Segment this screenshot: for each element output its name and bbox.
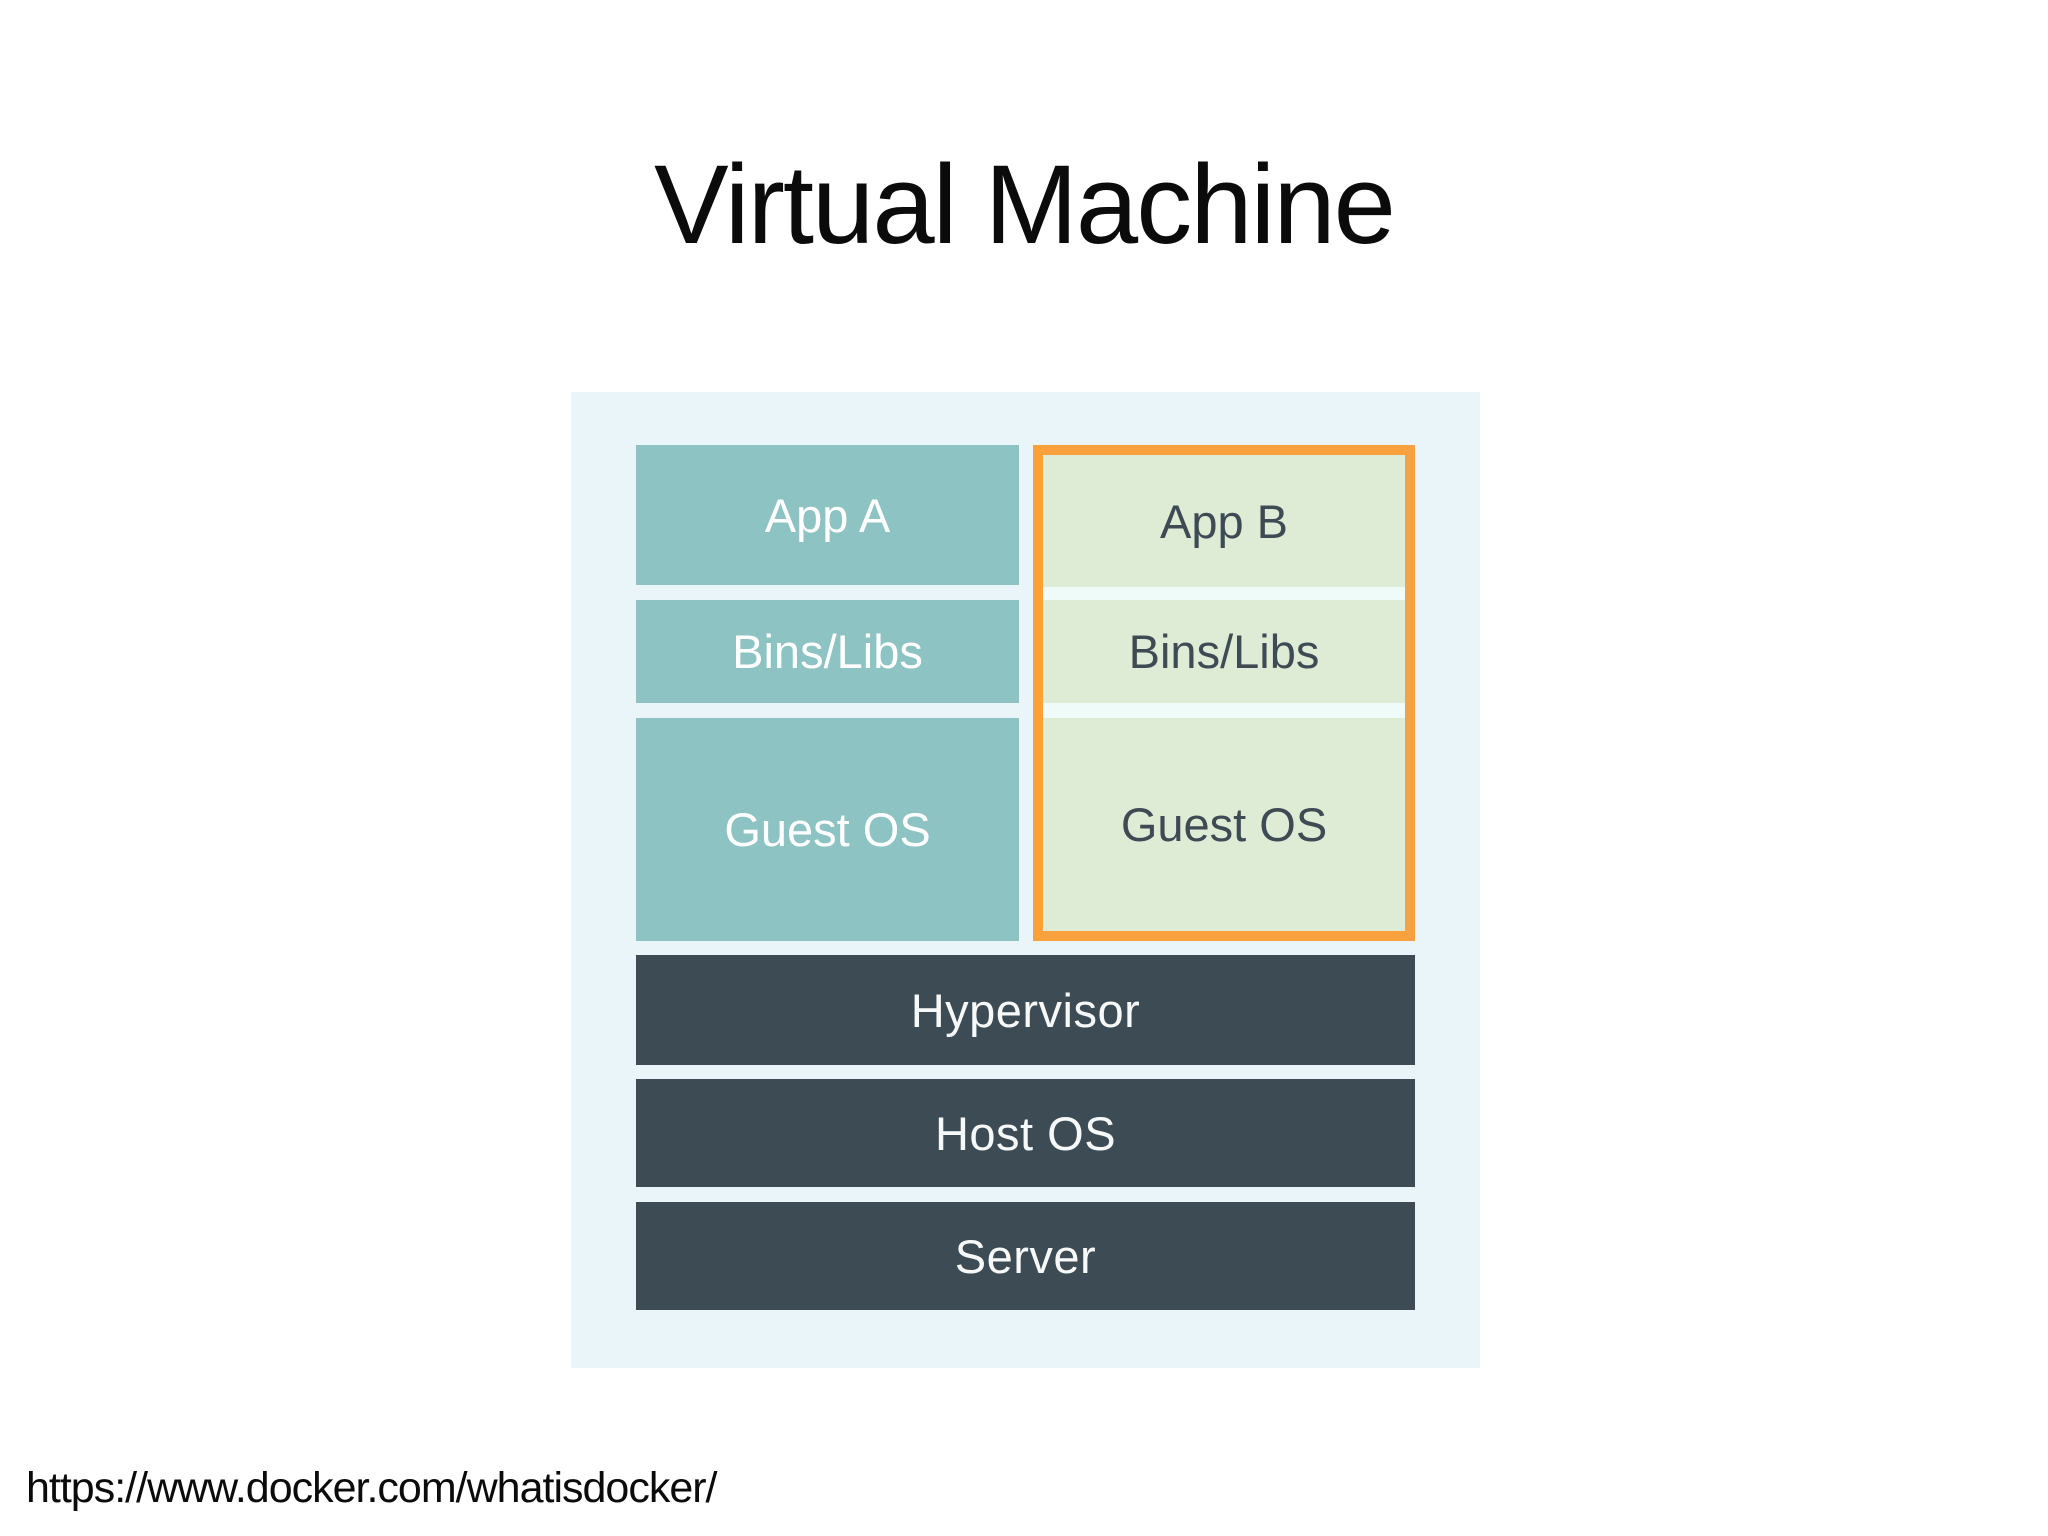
hypervisor-layer-box: Hypervisor: [636, 955, 1415, 1065]
vm1-app-a-box: App A: [636, 445, 1019, 585]
host-os-layer-box: Host OS: [636, 1079, 1415, 1187]
vm2-guest-os-box: Guest OS: [1043, 718, 1405, 931]
virtual-machine-diagram: App A Bins/Libs Guest OS App B Bins/Libs…: [571, 392, 1480, 1368]
page-title: Virtual Machine: [654, 142, 1396, 267]
vm1-guest-os-box: Guest OS: [636, 718, 1019, 941]
vm2-bins-libs-box: Bins/Libs: [1043, 600, 1405, 703]
source-url-text: https://www.docker.com/whatisdocker/: [26, 1464, 718, 1512]
vm1-bins-libs-box: Bins/Libs: [636, 600, 1019, 703]
server-layer-box: Server: [636, 1202, 1415, 1310]
vm2-highlighted-group: App B Bins/Libs Guest OS: [1033, 445, 1415, 941]
vm2-app-b-box: App B: [1043, 455, 1405, 587]
